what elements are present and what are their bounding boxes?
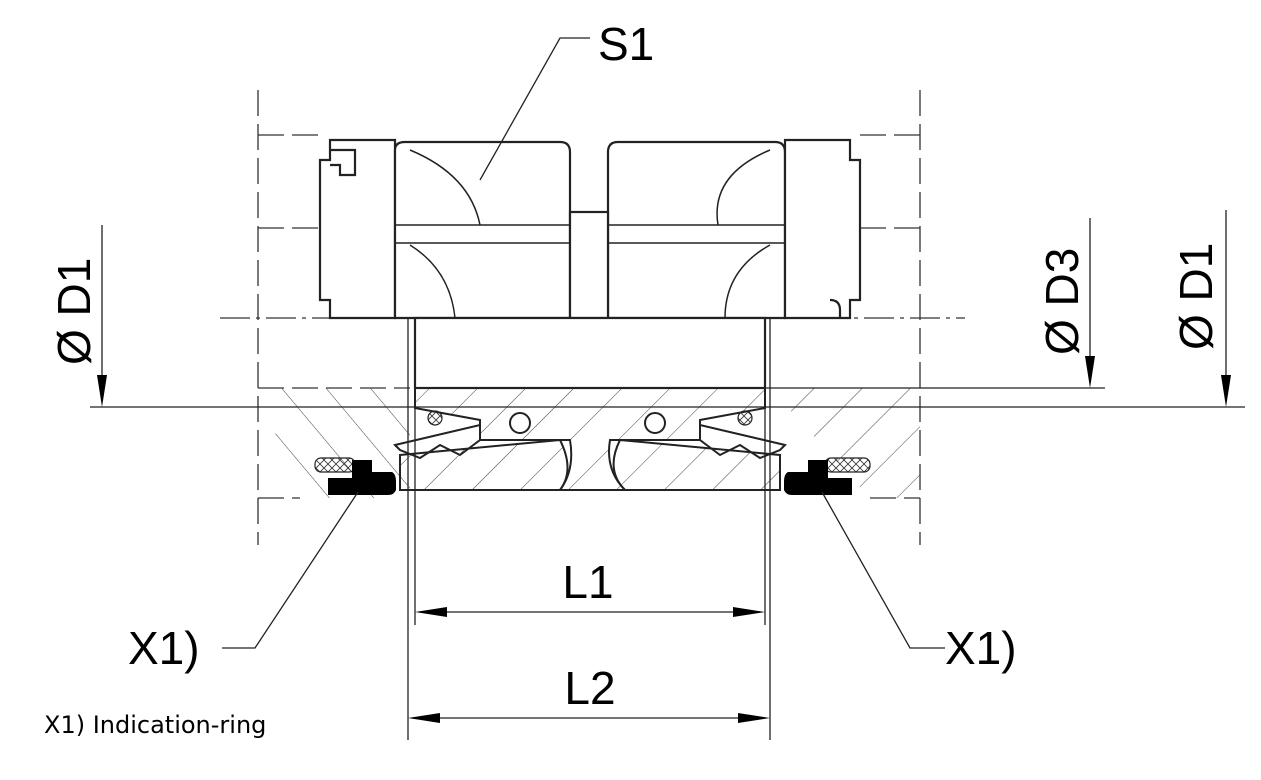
indication-ring xyxy=(328,460,852,495)
label-d1-right: Ø D1 xyxy=(1170,243,1222,350)
footnote: X1) Indication-ring xyxy=(44,711,266,739)
label-x1-left: X1) xyxy=(128,622,200,674)
tube xyxy=(413,316,767,390)
arrowheads xyxy=(97,356,1231,723)
label-d1-left: Ø D1 xyxy=(48,258,100,365)
label-s1: S1 xyxy=(598,18,654,70)
label-d3: Ø D3 xyxy=(1036,248,1088,355)
label-x1-right: X1) xyxy=(945,622,1017,674)
nut-body xyxy=(318,138,862,320)
label-l1: L1 xyxy=(562,556,613,608)
dimension-lines xyxy=(90,37,1245,740)
label-l2: L2 xyxy=(564,662,615,714)
